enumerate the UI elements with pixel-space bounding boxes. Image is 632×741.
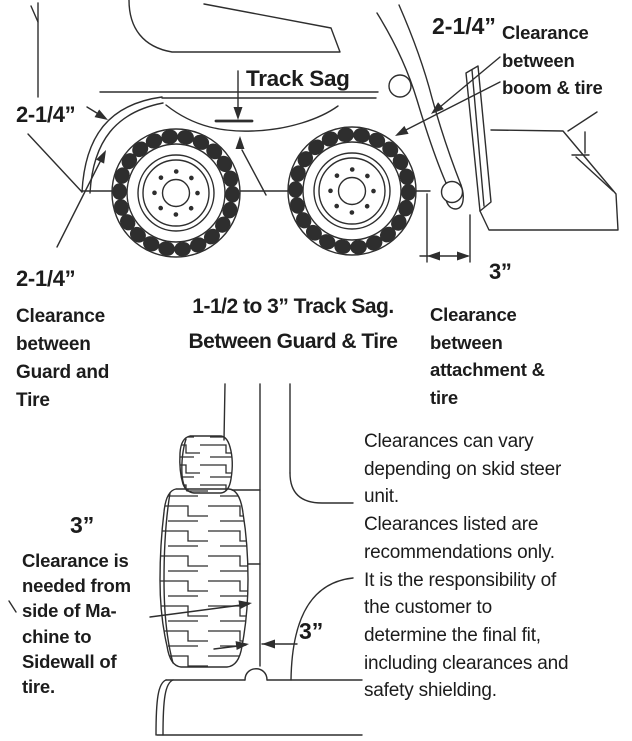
boom-clearance-text: Clearance between boom & tire — [502, 22, 603, 98]
fender-clearance-leaders — [56, 106, 108, 248]
side-clearance-dimension — [8, 600, 298, 651]
side-view-drawing — [27, 0, 619, 263]
track-sag-label: Track Sag — [246, 66, 350, 91]
tire-top-view-small — [179, 435, 233, 494]
guard-clearance-dim-label: 2-1/4” — [16, 266, 76, 291]
boom-clearance-dim-label: 2-1/4” — [432, 13, 496, 39]
track-top-view — [155, 668, 363, 736]
attachment-clearance-dim-label: 3” — [489, 259, 512, 284]
tire-rear-side-view — [287, 126, 417, 256]
boom-arm — [376, 4, 464, 210]
attachment-clearance-text: Clearance between attachment & tire — [430, 304, 545, 408]
boom-hole — [388, 74, 412, 98]
top-view-drawing — [8, 383, 363, 736]
guard-clearance-text: Clearance between Guard and Tire — [16, 306, 110, 411]
track-band — [99, 91, 379, 132]
machine-side-panel — [223, 383, 354, 681]
fender-clearance-dim-label: 2-1/4” — [16, 102, 76, 127]
boom-pivot-pin — [440, 180, 464, 204]
clearance-notes-paragraph: Clearances can vary depending on skid st… — [364, 431, 569, 702]
side-clearance-dim-label: 3” — [70, 512, 95, 538]
boom-clearance-leaders — [395, 56, 501, 136]
track-sag-dimension — [233, 70, 267, 196]
panel-foot-bump — [244, 668, 268, 681]
bucket-attachment — [465, 65, 619, 231]
track-sag-range-label: 1-1/2 to 3” Track Sag. Between Guard & T… — [188, 295, 398, 353]
side-clearance-text: Clearance is needed from side of Ma- chi… — [22, 550, 131, 698]
attachment-clearance-dimension — [419, 193, 471, 263]
tire-top-view-large — [159, 488, 249, 668]
sidewall-gap-dim-label: 3” — [299, 618, 324, 644]
tire-front-side-view — [111, 128, 241, 258]
